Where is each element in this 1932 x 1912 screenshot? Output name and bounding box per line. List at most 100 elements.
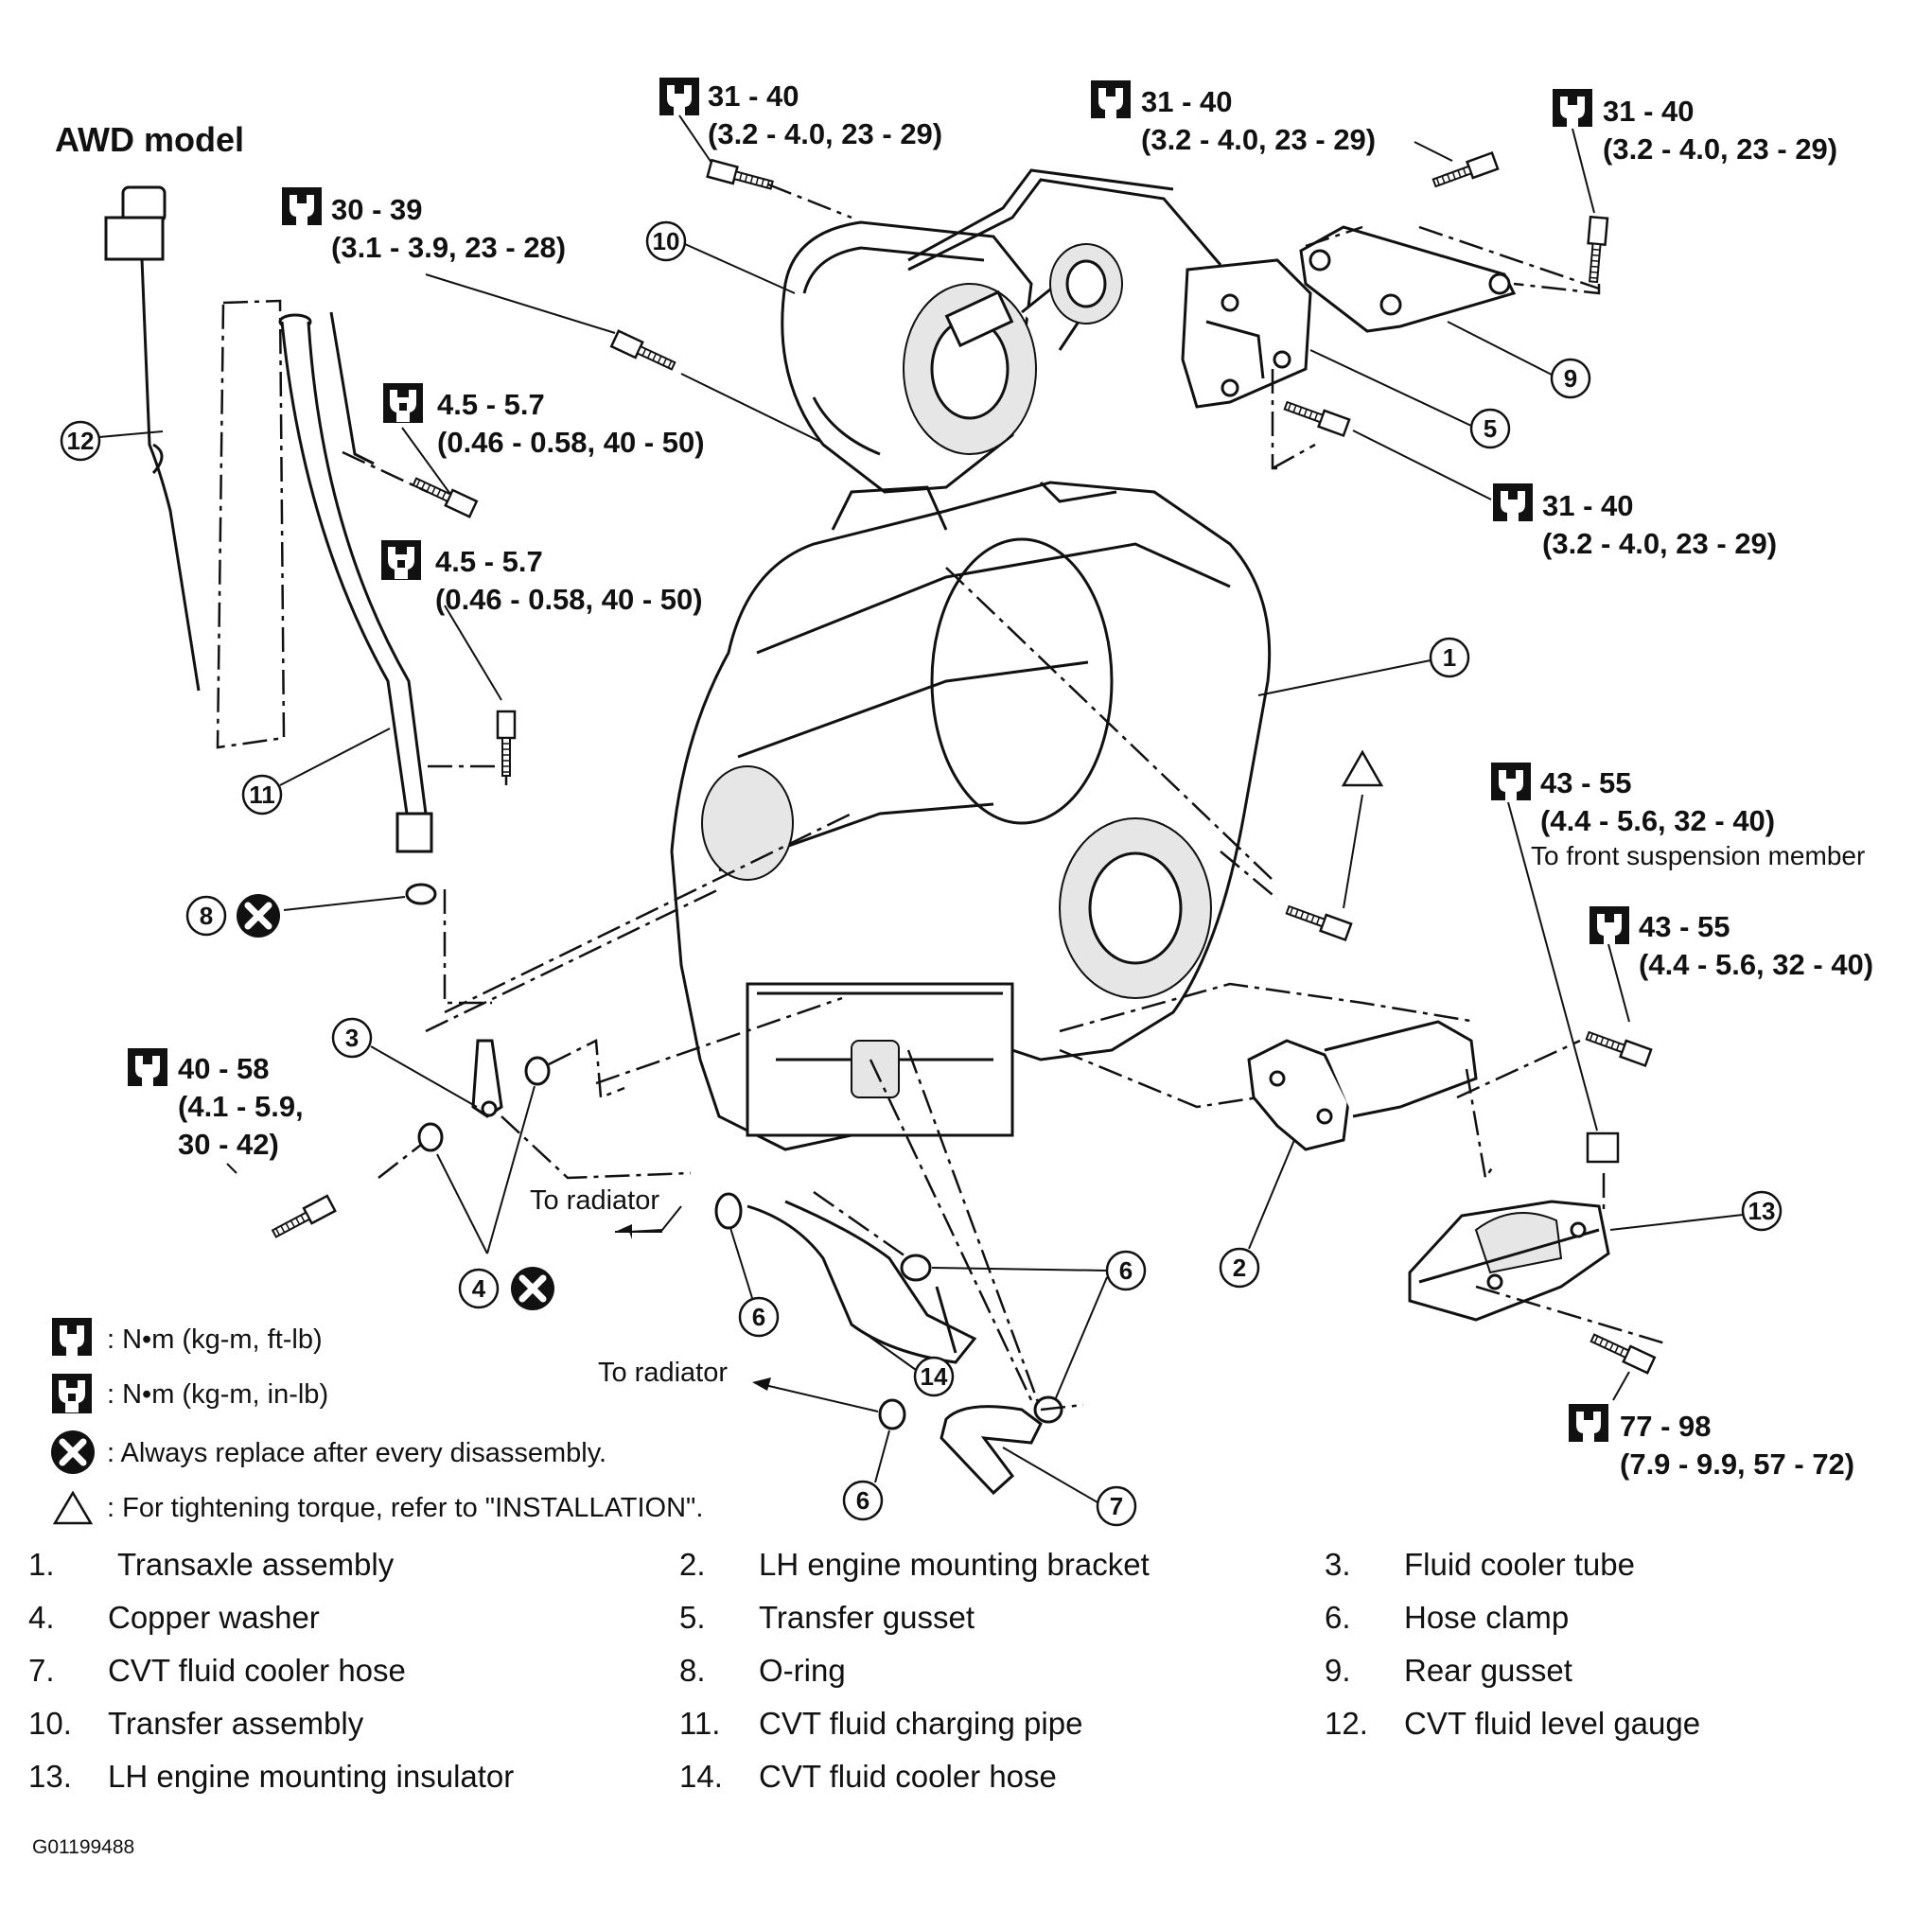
svg-text:4.5 - 5.7: 4.5 - 5.7 (435, 545, 543, 578)
bolt-t5 (410, 472, 479, 518)
svg-text:3: 3 (345, 1024, 359, 1052)
svg-text:To front suspension member: To front suspension member (1531, 841, 1865, 870)
o-ring-drawing (405, 883, 437, 905)
torque-spec-t3: 31 - 40 (3.2 - 4.0, 23 - 29) (1553, 89, 1837, 214)
lh-mounting-bracket-drawing (1247, 1020, 1478, 1151)
svg-text:5: 5 (1484, 414, 1497, 443)
torque-spec-t10: 40 - 58 (4.1 - 5.9, 30 - 42) (128, 1048, 304, 1174)
svg-text:(4.4 - 5.6, 32 - 40): (4.4 - 5.6, 32 - 40) (1540, 804, 1775, 837)
bolt-t7 (1281, 396, 1351, 437)
callout-13: 13 (1609, 1190, 1783, 1232)
torque-spec-t5: 4.5 - 5.7 (0.46 - 0.58, 40 - 50) (383, 383, 705, 498)
hose-clamp-c (878, 1398, 906, 1430)
callout-3: 3 (331, 1017, 478, 1108)
callout-6b: 6 (931, 1250, 1147, 1401)
svg-text:30 - 39: 30 - 39 (331, 193, 423, 226)
callout-12: 12 (60, 420, 164, 462)
callout-10: 10 (645, 220, 796, 294)
svg-text:(3.2 - 4.0, 23 - 29): (3.2 - 4.0, 23 - 29) (708, 117, 942, 150)
svg-text:(0.46 - 0.58, 40 - 50): (0.46 - 0.58, 40 - 50) (437, 426, 705, 459)
fluid-cooler-tube-drawing (471, 1039, 503, 1118)
svg-text:: N•m (kg-m, ft-lb): : N•m (kg-m, ft-lb) (107, 1324, 323, 1355)
transaxle-assembly-drawing (670, 481, 1272, 1151)
callout-11: 11 (241, 728, 391, 816)
torque-spec-t8: 43 - 55 (4.4 - 5.6, 32 - 40) To front su… (1491, 763, 1865, 1131)
fluid-level-gauge-drawing (104, 185, 201, 692)
torque-spec-t7: 31 - 40 (3.2 - 4.0, 23 - 29) (1352, 430, 1777, 560)
bolt-triangle (1283, 901, 1353, 941)
model-title: AWD model (55, 120, 244, 159)
bolt-t4 (609, 329, 678, 376)
torque-spec-t1: 31 - 40 (3.2 - 4.0, 23 - 29) (659, 78, 942, 164)
hose-clamp-b (900, 1254, 932, 1282)
svg-text:(3.2 - 4.0, 23 - 29): (3.2 - 4.0, 23 - 29) (1141, 123, 1376, 156)
svg-text:40 - 58: 40 - 58 (178, 1052, 270, 1085)
callout-6a: 6 (729, 1227, 780, 1338)
transfer-assembly-drawing (781, 220, 1123, 494)
charging-pipe-drawing (278, 311, 433, 853)
bolt-t3 (1583, 215, 1609, 284)
callout-2: 2 (1219, 1139, 1295, 1289)
svg-text:(3.2 - 4.0, 23 - 29): (3.2 - 4.0, 23 - 29) (1542, 527, 1777, 560)
bolt-t9 (1583, 1026, 1653, 1067)
svg-text:31 - 40: 31 - 40 (1542, 489, 1634, 522)
svg-text:(0.46 - 0.58, 40 - 50): (0.46 - 0.58, 40 - 50) (435, 583, 703, 616)
callout-7: 7 (1002, 1447, 1137, 1527)
to-radiator-upper: To radiator (530, 1185, 682, 1239)
svg-text:(7.9 - 9.9, 57 - 72): (7.9 - 9.9, 57 - 72) (1620, 1447, 1854, 1481)
svg-text:(3.1 - 3.9, 23 - 28): (3.1 - 3.9, 23 - 28) (331, 231, 566, 264)
copper-washer-lower (417, 1122, 444, 1152)
transfer-gusset-drawing (1181, 258, 1312, 409)
svg-text:2: 2 (1233, 1254, 1246, 1282)
torque-spec-t2: 31 - 40 (3.2 - 4.0, 23 - 29) (1091, 80, 1453, 162)
gauge-guide-dash (216, 299, 286, 749)
svg-text:7: 7 (1110, 1492, 1123, 1520)
torque-spec-t11: 77 - 98 (7.9 - 9.9, 57 - 72) (1569, 1371, 1854, 1481)
fluid-cooler-hose-14-drawing (746, 1200, 977, 1364)
torque-spec-t6: 4.5 - 5.7 (0.46 - 0.58, 40 - 50) (381, 540, 703, 701)
svg-text:31 - 40: 31 - 40 (1141, 85, 1233, 118)
svg-text:To radiator: To radiator (598, 1358, 728, 1388)
svg-text:6: 6 (1119, 1256, 1133, 1285)
bolt-t10 (269, 1194, 337, 1243)
svg-text:77 - 98: 77 - 98 (1620, 1410, 1712, 1443)
svg-text:13: 13 (1748, 1197, 1776, 1225)
svg-text:4.5 - 5.7: 4.5 - 5.7 (437, 388, 545, 421)
svg-text:(4.1 - 5.9,: (4.1 - 5.9, (178, 1090, 304, 1123)
mounting-insulator-drawing (1408, 1200, 1610, 1322)
svg-text:(4.4 - 5.6, 32 - 40): (4.4 - 5.6, 32 - 40) (1639, 948, 1873, 981)
legend-item-triangle: : For tightening torque, refer to "INSTA… (52, 1490, 703, 1525)
svg-text:9: 9 (1564, 364, 1577, 393)
torque-spec-t4: 30 - 39 (3.1 - 3.9, 23 - 28) (282, 187, 616, 334)
svg-text:To radiator: To radiator (530, 1185, 659, 1216)
callout-14: 14 (865, 1333, 955, 1397)
svg-text:1: 1 (1443, 643, 1456, 672)
svg-text:14: 14 (921, 1362, 948, 1391)
hose-clamp-a (714, 1192, 743, 1230)
figure-id: G01199488 (32, 1836, 135, 1858)
svg-text:8: 8 (200, 902, 213, 930)
torque-spec-t9: 43 - 55 (4.4 - 5.6, 32 - 40) (1590, 906, 1873, 1023)
rear-gusset-drawing (1299, 225, 1517, 333)
legend-item-ft-lb: : N•m (kg-m, ft-lb) (52, 1318, 323, 1356)
bolt-t2 (1430, 151, 1500, 192)
nut-t8 (1586, 1131, 1620, 1164)
svg-text:6: 6 (856, 1486, 869, 1515)
svg-text:: For tightening torque, refer: : For tightening torque, refer to "INSTA… (107, 1493, 703, 1523)
callout-8: 8 (185, 894, 406, 938)
svg-text:31 - 40: 31 - 40 (708, 79, 799, 113)
callout-6c: 6 (842, 1430, 890, 1521)
callout-9: 9 (1447, 321, 1591, 399)
bolt-t6 (496, 710, 517, 778)
to-radiator-lower: To radiator (598, 1358, 879, 1412)
legend-item-replace: : Always replace after every disassembly… (51, 1430, 606, 1474)
svg-text:(3.2 - 4.0, 23 - 29): (3.2 - 4.0, 23 - 29) (1603, 132, 1837, 166)
svg-text:12: 12 (67, 427, 95, 455)
copper-washer-upper (524, 1056, 551, 1086)
svg-text:30 - 42): 30 - 42) (178, 1128, 279, 1161)
svg-text:: N•m (kg-m, in-lb): : N•m (kg-m, in-lb) (107, 1379, 328, 1410)
callout-5: 5 (1309, 349, 1511, 449)
svg-text:6: 6 (752, 1303, 765, 1331)
svg-text:: Always replace after every d: : Always replace after every disassembly… (107, 1438, 606, 1468)
